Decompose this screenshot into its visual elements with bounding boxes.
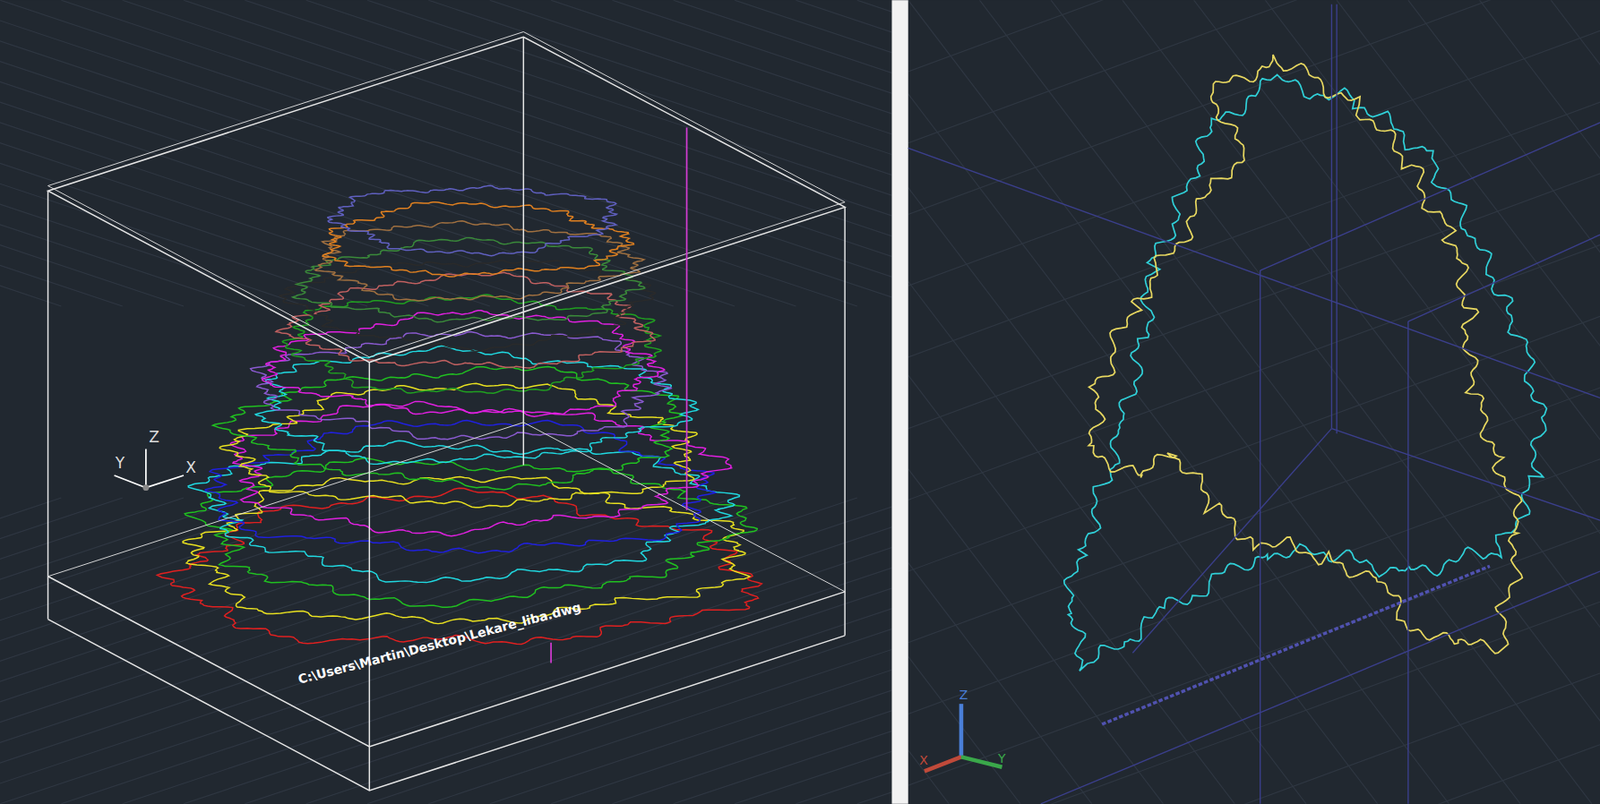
contour-line	[188, 440, 740, 583]
grid-line	[908, 459, 1600, 715]
grid-line	[183, 0, 892, 307]
ucs-icon-3d	[924, 704, 1003, 772]
grid-line	[908, 0, 1600, 72]
grid-line	[0, 498, 245, 804]
section-outline	[1088, 54, 1523, 654]
contour-line	[327, 185, 618, 256]
grid-line	[611, 498, 892, 804]
grid-line	[908, 531, 1600, 787]
grid-line	[1550, 0, 1600, 804]
grid-line	[795, 498, 892, 804]
grid-line	[244, 0, 892, 307]
grid-line	[0, 0, 245, 307]
grid-line	[908, 173, 1600, 430]
grid-line	[908, 0, 1600, 215]
grid-line	[908, 102, 1600, 358]
grid-line	[122, 498, 893, 804]
grid-line	[0, 498, 735, 804]
grid-line	[60, 0, 892, 307]
grid-line	[1122, 0, 1600, 804]
grid-line	[908, 0, 1164, 804]
grid-line	[0, 498, 893, 804]
grid-line	[0, 498, 123, 804]
bounding-box	[48, 32, 846, 792]
grid-line	[428, 498, 892, 804]
grid-line	[244, 498, 892, 804]
axis-label: X	[919, 754, 929, 767]
grid-line	[734, 0, 892, 307]
grid-line	[367, 0, 892, 307]
contour-line	[212, 366, 682, 491]
grid-line	[673, 498, 893, 804]
grid-line	[0, 498, 368, 804]
grid-line	[0, 0, 735, 307]
grid-line	[0, 0, 123, 307]
axis-label: Y	[997, 752, 1007, 766]
axis-label: Z	[959, 688, 969, 702]
grid-line	[734, 498, 892, 804]
view-guides	[908, 4, 1600, 804]
grid-line	[908, 0, 1021, 804]
grid-line	[1050, 0, 1600, 804]
contour-line	[219, 383, 697, 508]
grid-line	[0, 0, 893, 307]
grid-line	[122, 0, 893, 307]
grid-line	[0, 0, 368, 307]
grid-line	[1479, 0, 1600, 804]
section-outline	[1064, 74, 1548, 671]
grid-line	[0, 0, 491, 307]
contour-line	[205, 421, 715, 554]
axis-label: Y	[115, 455, 125, 472]
grid-line	[306, 0, 893, 307]
grid-line	[908, 673, 1600, 804]
grid-line	[795, 0, 892, 307]
contour-line	[230, 401, 732, 536]
grid-line	[428, 0, 892, 307]
grid-line	[857, 0, 893, 307]
axis-label: X	[185, 460, 197, 476]
grid-line	[908, 30, 1600, 286]
grid-line	[0, 498, 858, 804]
ucs-icon	[114, 448, 184, 491]
grid-line	[550, 498, 892, 804]
grid-line	[0, 0, 858, 307]
grid-line	[367, 498, 892, 804]
grid-line	[0, 498, 796, 804]
grid-line	[183, 498, 892, 804]
grid-line	[908, 602, 1600, 804]
grid-line	[673, 0, 893, 307]
grid-line	[908, 745, 1600, 804]
grid-line	[908, 245, 1600, 501]
axis-label: Z	[148, 430, 160, 446]
grid-line	[908, 316, 1600, 572]
grid-line	[857, 498, 893, 804]
